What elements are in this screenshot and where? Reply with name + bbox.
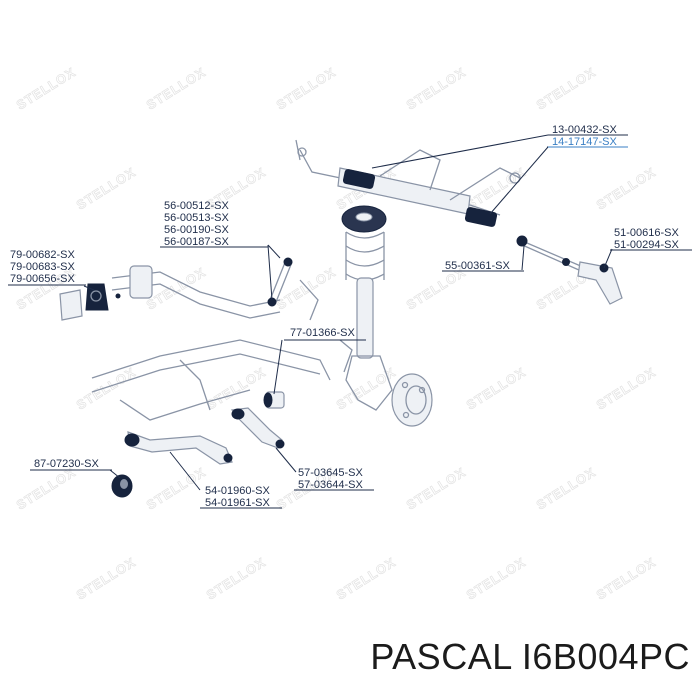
watermark-logo: STELLOX (534, 464, 599, 512)
watermark-logo: STELLOX (274, 264, 339, 312)
watermark-logo: STELLOX (14, 64, 79, 112)
watermark-logo: STELLOX (594, 554, 659, 602)
stabilizer-bar-icon (111, 265, 281, 319)
part-number-label: 51-00616-SX (614, 227, 679, 239)
part-number-label: 54-01961-SX (205, 497, 270, 509)
parts-layer (59, 139, 623, 498)
watermark-logo: STELLOX (204, 554, 269, 602)
part-number-label: 51-00294-SX (614, 239, 679, 251)
stabilizer-bushing-icon (59, 283, 121, 321)
control-arm-bushing-icon (263, 391, 285, 409)
watermark-logo: STELLOX (404, 64, 469, 112)
label-group-tie-rod-end: 51-00616-SX 51-00294-SX (610, 227, 692, 251)
label-group-bushing-87: 87-07230-SX (30, 458, 112, 471)
part-number-label: 54-01960-SX (205, 485, 270, 497)
leader-lines (83, 134, 613, 491)
part-number-label: 13-00432-SX (552, 124, 617, 136)
watermark-logo: STELLOX (144, 264, 209, 312)
label-group-steering-rack: 13-00432-SX 14-17147-SX (548, 124, 628, 148)
part-number-label-highlighted: 14-17147-SX (552, 136, 617, 148)
part-number-label: 77-01366-SX (290, 327, 355, 339)
label-group-tie-rod: 55-00361-SX (442, 260, 524, 272)
watermark-logo: STELLOX (464, 364, 529, 412)
thrust-arm-icon (230, 407, 285, 449)
part-number-label: 79-00683-SX (10, 261, 75, 273)
part-number-label: 56-00190-SX (164, 224, 229, 236)
watermark-logo: STELLOX (594, 164, 659, 212)
subframe-icon (91, 339, 331, 421)
watermark-logo: STELLOX (464, 164, 529, 212)
watermark-logo: STELLOX (334, 364, 399, 412)
watermark-logo: STELLOX (464, 554, 529, 602)
part-number-label: 57-03644-SX (298, 479, 363, 491)
part-number-label: 79-00682-SX (10, 249, 75, 261)
part-number-label: 87-07230-SX (34, 458, 99, 470)
watermark-logo: STELLOX (74, 554, 139, 602)
part-number-label: 57-03645-SX (298, 467, 363, 479)
label-group-control-arm: 54-01960-SX 54-01961-SX (200, 485, 282, 509)
part-number-label: 56-00187-SX (164, 236, 229, 248)
watermark-logo: STELLOX (594, 364, 659, 412)
label-group-thrust-arm: 57-03645-SX 57-03644-SX (294, 467, 374, 491)
brand-caption: PASCAL I6B004PC (370, 636, 690, 677)
part-number-label: 56-00513-SX (164, 212, 229, 224)
watermark-logo: STELLOX (144, 64, 209, 112)
watermark-logo: STELLOX (534, 64, 599, 112)
part-number-label: 56-00512-SX (164, 200, 229, 212)
part-number-label: 55-00361-SX (445, 260, 510, 272)
watermark-logo: STELLOX (204, 364, 269, 412)
lower-control-arm-icon (124, 431, 233, 465)
steering-rack-icon (295, 139, 521, 227)
watermark-logo: STELLOX (74, 164, 139, 212)
label-group-stabilizer-link: 56-00512-SX 56-00513-SX 56-00190-SX 56-0… (160, 200, 268, 248)
stabilizer-link-icon (267, 257, 319, 321)
arm-bushing-icon (111, 474, 133, 498)
watermark-logo: STELLOX (334, 554, 399, 602)
label-group-stabilizer-bushing: 79-00682-SX 79-00683-SX 79-00656-SX (8, 249, 86, 286)
part-number-label: 79-00656-SX (10, 273, 75, 285)
watermark-logo: STELLOX (404, 464, 469, 512)
strut-icon (341, 205, 393, 411)
wheel-hub-icon (339, 339, 433, 427)
watermark-logo: STELLOX (14, 464, 79, 512)
watermark-logo: STELLOX (274, 64, 339, 112)
label-group-bushing-77: 77-01366-SX (284, 327, 366, 341)
part-labels: 13-00432-SX 14-17147-SX 56-00512-SX 56-0… (8, 124, 692, 509)
